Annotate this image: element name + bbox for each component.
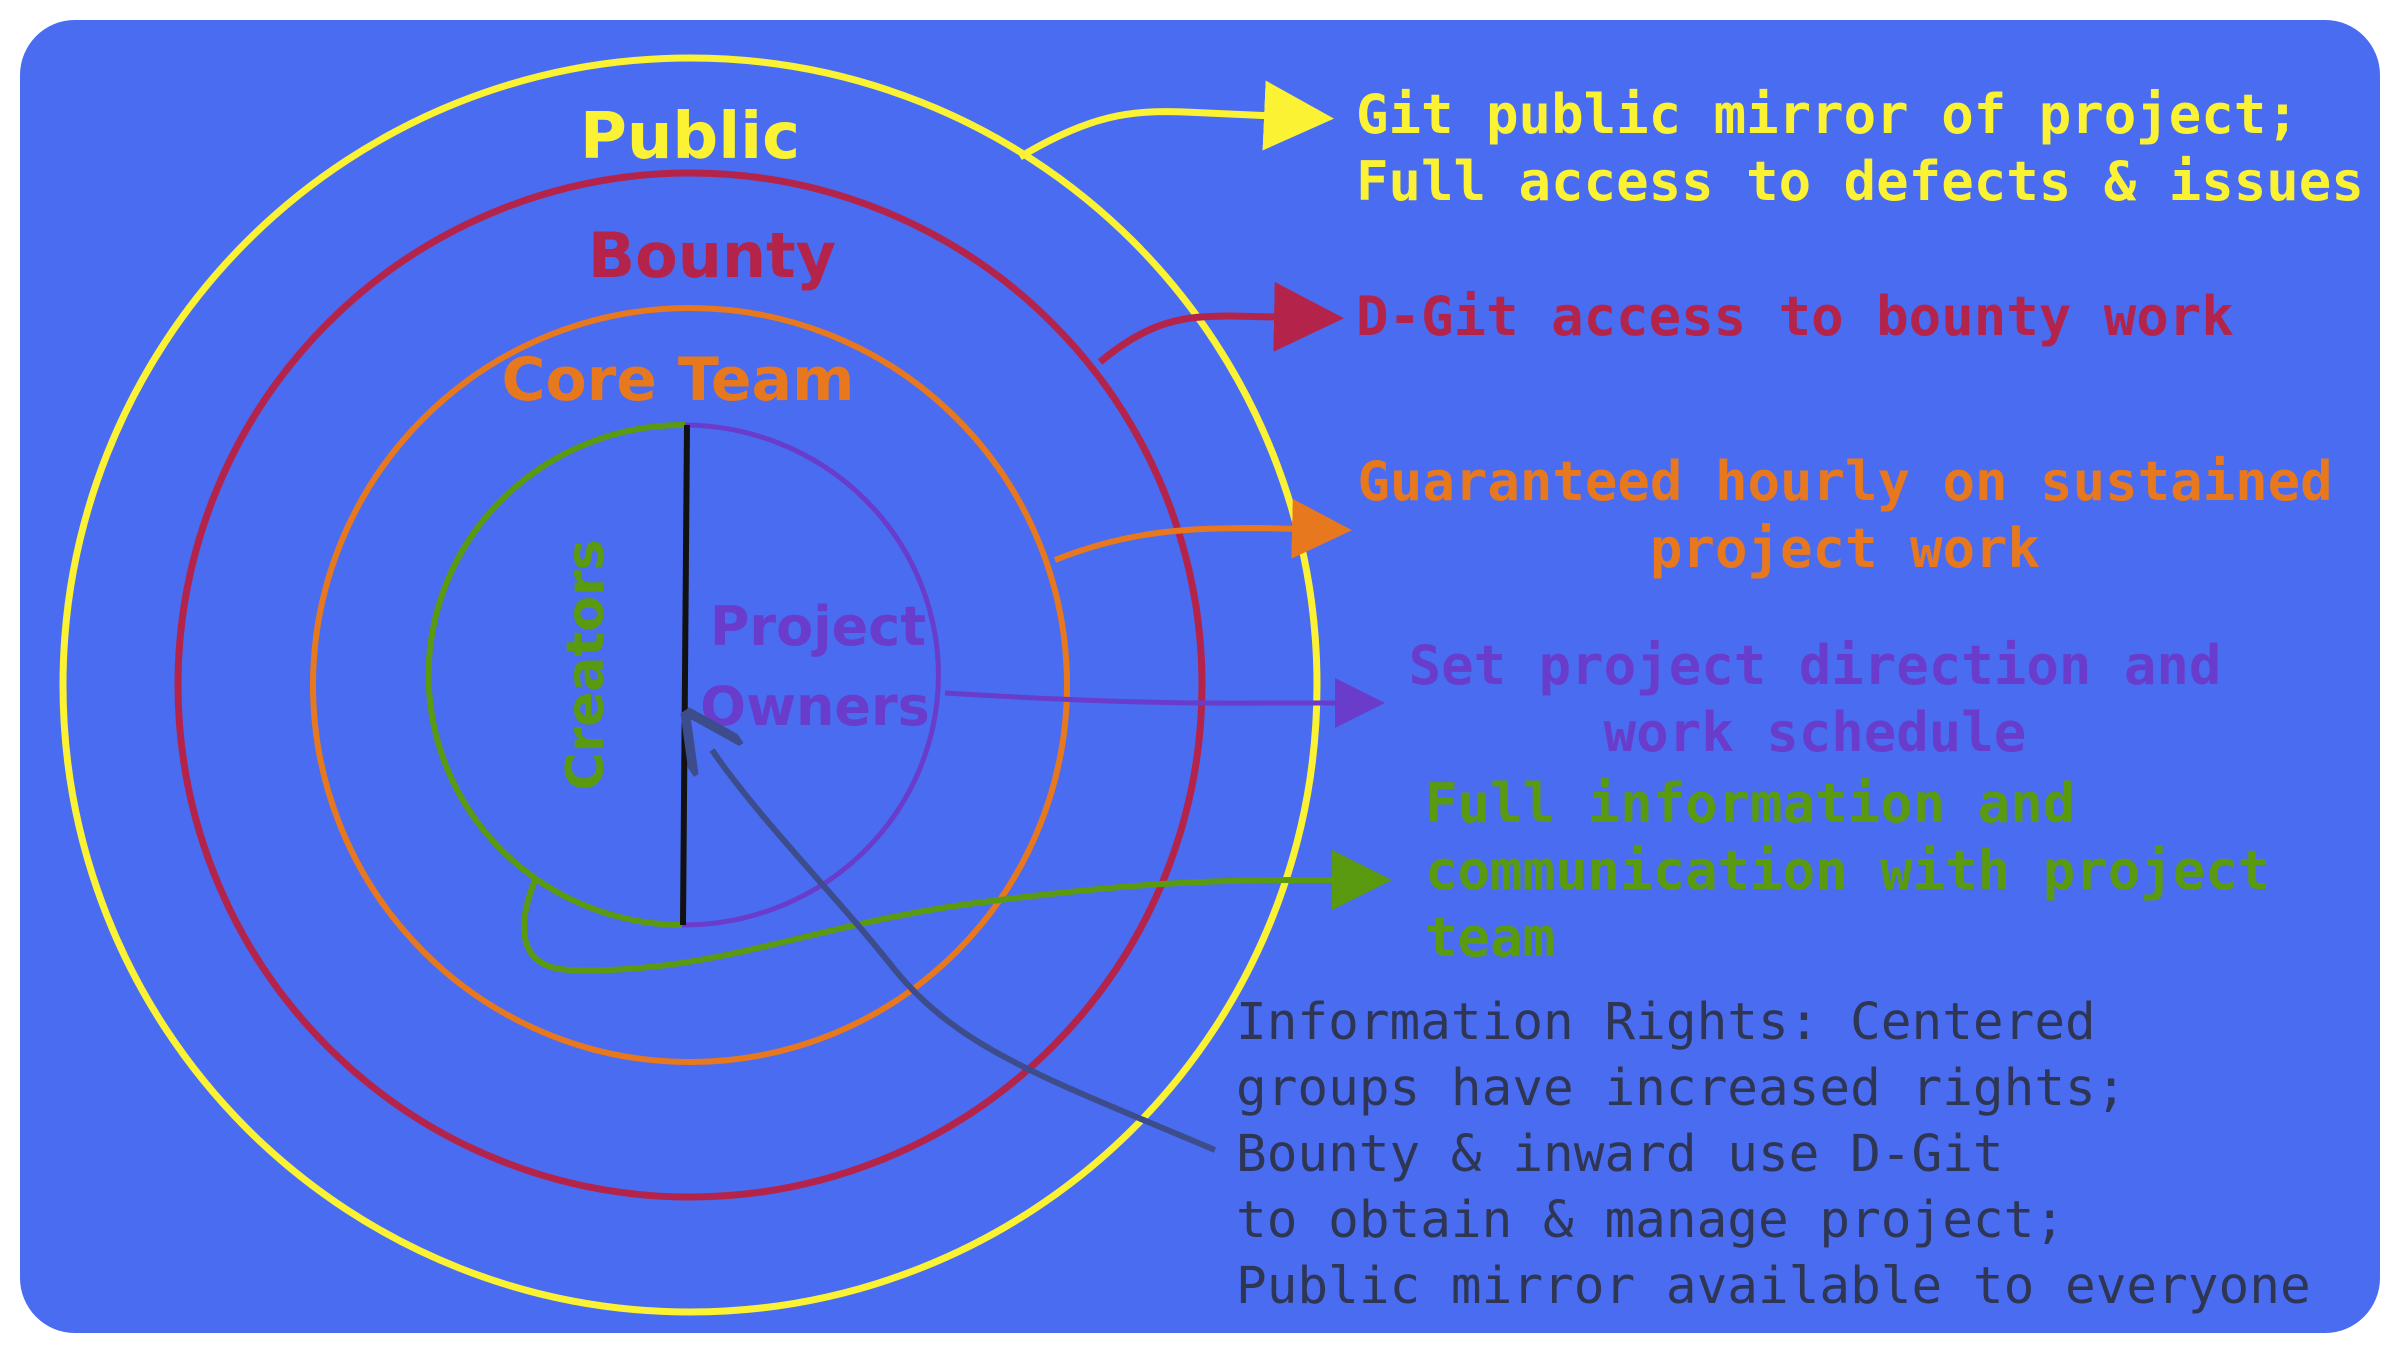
core-team-ring <box>310 305 1070 1065</box>
info-rights-line5: Public mirror available to everyone <box>1236 1257 2311 1316</box>
core-team-description-line2: project work <box>1650 517 2040 580</box>
creators-label: Creators <box>556 539 616 790</box>
creators-arrow <box>521 850 1392 974</box>
owners-arrow <box>944 678 1385 728</box>
core-team-description-line1: Guaranteed hourly on sustained <box>1357 450 2332 513</box>
info-rights-line4: to obtain & manage project; <box>1236 1191 2065 1250</box>
public-description-line2: Full access to defects & issues <box>1356 150 2364 213</box>
public-label: Public <box>580 100 800 174</box>
info-rights-line2: groups have increased rights; <box>1236 1059 2126 1118</box>
core-team-arrow <box>1053 498 1352 563</box>
bounty-ring <box>174 169 1206 1201</box>
information-rights-arrow <box>712 750 1217 1153</box>
divider-line <box>680 424 690 926</box>
info-rights-line1: Information Rights: Centered <box>1236 993 2096 1052</box>
project-owners-label-line1: Project <box>710 595 926 658</box>
creators-half-circle <box>425 421 686 928</box>
bounty-arrow <box>1097 281 1344 365</box>
creators-description-line3: team <box>1425 906 1555 969</box>
creators-description-line2: communication with project <box>1425 839 2270 902</box>
owners-description-line1: Set project direction and <box>1409 634 2222 697</box>
public-ring <box>59 54 1321 1316</box>
owners-description-line2: work schedule <box>1604 701 2027 764</box>
core-team-label: Core Team <box>501 345 854 415</box>
bounty-description: D-Git access to bounty work <box>1356 285 2234 348</box>
public-arrow <box>1018 80 1334 161</box>
info-rights-line3: Bounty & inward use D-Git <box>1236 1125 2004 1184</box>
public-description-line1: Git public mirror of project; <box>1356 83 2299 146</box>
bounty-label: Bounty <box>588 219 836 292</box>
project-owners-label-line2: Owners <box>700 675 930 738</box>
creators-description-line1: Full information and <box>1425 772 2075 835</box>
project-owners-half-circle <box>681 422 941 928</box>
